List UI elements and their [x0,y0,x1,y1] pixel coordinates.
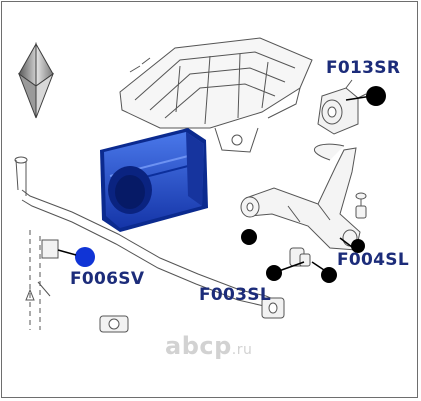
stabilizer-bar-line-art [14,156,285,333]
watermark-tld: .ru [231,342,253,358]
site-watermark: abcp.ru [165,332,252,360]
part-label-f003sl: F003SL [199,285,271,305]
f006sv-leader-line [57,249,77,256]
f003sl-marker-dot-left [266,265,282,281]
f013sr-bushing-sketch [317,79,373,135]
f003sl-marker-dot-right [321,267,337,283]
f006sv-marker-dot [75,247,95,267]
control-arm-line-art [240,143,367,251]
control-arm-marker-dot [241,229,257,245]
f013sr-marker-dot [366,86,386,106]
f004sl-marker-dot [351,239,365,253]
brand-diamond-logo [17,42,55,119]
stabilizer-bushing-image [100,128,208,232]
part-label-f006sv: F006SV [70,269,145,289]
watermark-main: abcp [165,332,232,360]
subframe-line-art [119,37,313,153]
part-label-f004sl: F004SL [337,250,409,270]
part-label-f013sr: F013SR [326,58,401,78]
